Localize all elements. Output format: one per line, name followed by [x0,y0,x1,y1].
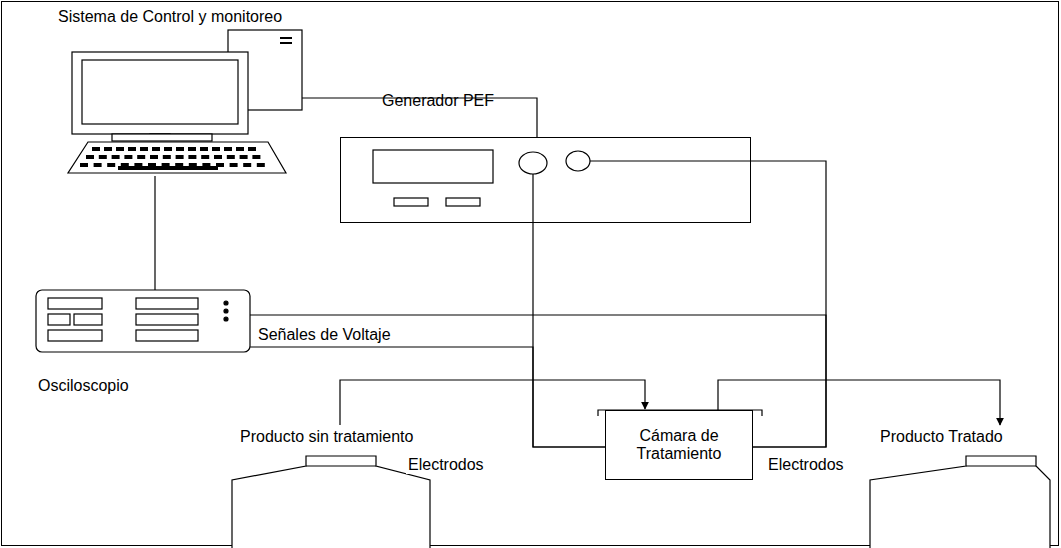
tank-neck [966,465,1036,466]
oscilloscope-body [36,290,250,352]
oscilloscope-panel [74,314,102,325]
oscilloscope-panel [136,314,198,325]
oscilloscope-panel [136,298,198,309]
keyboard-key [230,163,238,167]
keyboard-key [227,155,235,159]
computer-node: Sistema de Control y monitoreo [56,4,306,176]
oscilloscope-panel [48,330,102,341]
keyboard-key [140,147,148,151]
signal-label: Señales de Voltaje [256,326,393,344]
keyboard-key [188,147,196,151]
keyboard-space [118,166,218,170]
keyboard-key [99,155,107,159]
keyboard [68,142,286,173]
keyboard-key [243,163,251,167]
keyboard-key [214,155,222,159]
connector [154,176,155,290]
oscilloscope-panel [48,314,70,325]
keyboard-key [150,155,158,159]
keyboard-key [163,155,171,159]
keyboard-key [124,155,132,159]
keyboard-key [248,147,256,151]
keyboard-key [128,147,136,151]
keyboard-key [200,147,208,151]
keyboard-key [137,155,145,159]
untreated-tank [232,456,430,548]
node-outline [56,4,302,176]
connector [340,380,645,425]
tank-neck [306,465,376,466]
node-text: Generador PEF [382,92,494,110]
tank-node: Producto sin tratamiento [232,428,472,548]
keyboard-key [152,147,160,151]
keyboard-key [176,155,184,159]
treatment-chamber: Cámara de Tratamiento [605,410,753,480]
oscilloscope-panel [48,298,102,309]
connector [718,380,1000,425]
electrode-label: Electrodos [766,456,846,474]
treated-tank [870,456,1050,548]
generator-node: Generador PEF [340,92,751,223]
node-text: Sistema de Control y monitoreo [58,8,282,26]
generator-terminal [519,152,547,174]
keyboard-keys [80,147,265,170]
keyboard-key [94,163,102,167]
keyboard-key [116,147,124,151]
electrode-label: Electrodos [406,456,486,474]
node-outline [36,290,250,352]
keyboard-key [236,147,244,151]
oscilloscope-panel [136,330,198,341]
keyboard-key [92,147,100,151]
keyboard-key [107,163,115,167]
oscilloscope-knob [224,301,228,305]
connector [533,174,605,447]
node-outline [340,137,751,223]
node-text: Osciloscopio [38,377,129,395]
connector [590,161,826,447]
keyboard-key [86,155,94,159]
tower-slot [280,42,292,44]
keyboard-key [212,147,220,151]
monitor-frame [72,52,248,134]
keyboard-key [201,155,209,159]
keyboard-key [240,155,248,159]
generator-illustration [373,150,590,206]
oscilloscope-node: Osciloscopio [36,290,250,402]
tank-node: Producto Tratado [868,428,1050,548]
keyboard-key [257,163,265,167]
computer-illustration [68,30,302,173]
oscilloscope-knob [224,317,228,321]
monitor-stand [112,134,212,141]
generator-button [394,198,428,206]
keyboard-key [188,155,196,159]
keyboard-key [252,155,260,159]
generator-terminal [566,151,590,171]
tower-slot [280,37,292,39]
keyboard-key [112,155,120,159]
monitor-screen [82,60,238,124]
node-text: Producto Tratado [880,428,1003,446]
keyboard-key [164,147,172,151]
generator-display [373,150,493,183]
keyboard-key [104,147,112,151]
oscilloscope-knob [224,309,228,313]
keyboard-key [80,163,88,167]
oscilloscope-illustration [36,290,250,352]
keyboard-key [224,147,232,151]
node-text: Cámara de Tratamiento [614,427,744,464]
generator-button [446,198,480,206]
node-text: Producto sin tratamiento [240,428,413,446]
keyboard-key [176,147,184,151]
